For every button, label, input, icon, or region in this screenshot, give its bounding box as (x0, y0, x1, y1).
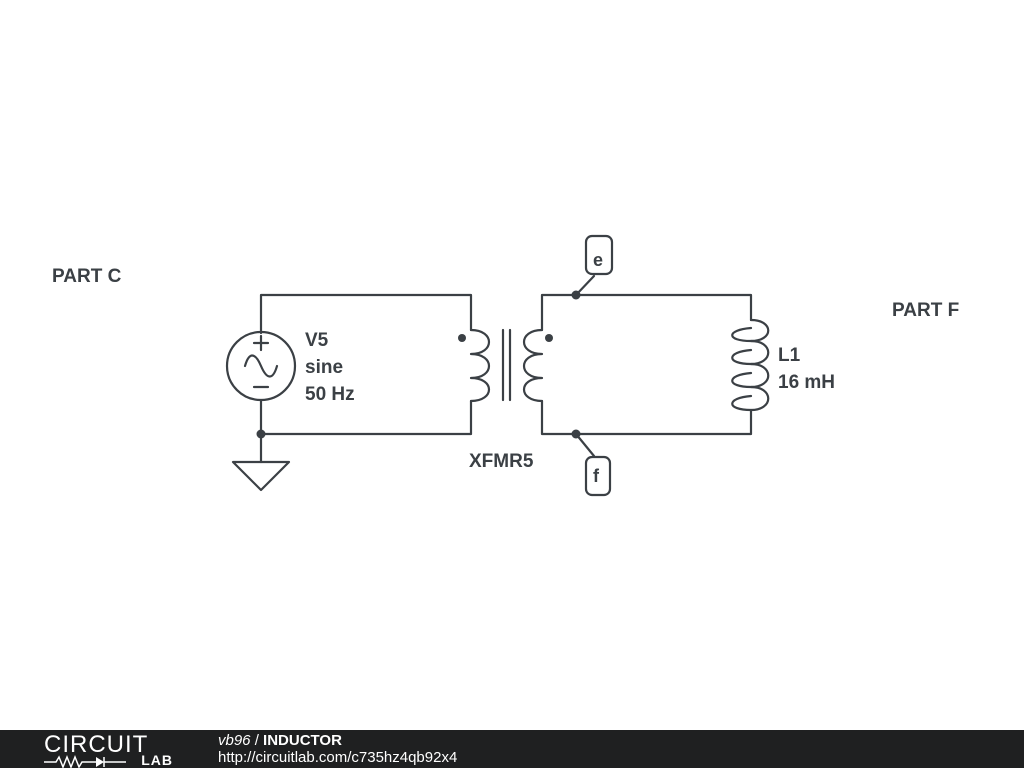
circuitlab-logo[interactable]: CIRCUIT LAB (44, 730, 176, 768)
ground-symbol[interactable] (231, 460, 291, 492)
part-f-label: PART F (892, 300, 959, 321)
node-e-junction-dot (571, 290, 581, 300)
inductor-l1[interactable] (731, 318, 770, 412)
source-name: V5 (305, 330, 329, 351)
ground-junction-dot (256, 429, 266, 439)
circuit-title[interactable]: INDUCTOR (263, 732, 342, 749)
circuit-url-link[interactable]: http://circuitlab.com/c735hz4qb92x4 (218, 749, 458, 766)
inductor-value: 16 mH (778, 372, 835, 393)
node-label-f[interactable]: f (574, 432, 612, 497)
source-type: sine (305, 357, 343, 378)
sine-voltage-source[interactable] (225, 330, 297, 402)
logo-text-top: CIRCUIT (44, 731, 149, 758)
source-frequency: 50 Hz (305, 384, 355, 405)
logo-text-bottom: LAB (141, 752, 173, 768)
part-c-label: PART C (52, 266, 122, 287)
meta-separator: / (254, 732, 259, 749)
footer-bar: CIRCUIT LAB vb96 / INDUCTOR http://circu… (0, 730, 1024, 768)
author-link[interactable]: vb96 (218, 732, 251, 749)
circuit-meta: vb96 / INDUCTOR http://circuitlab.com/c7… (218, 732, 457, 766)
node-label-e[interactable]: e (574, 234, 614, 297)
logo-resistor-diode-icon (44, 754, 126, 768)
svg-text:f: f (593, 466, 600, 486)
circuit-schematic: PART C PART F V5 sine 50 Hz XFMR5 (52, 234, 959, 497)
svg-text:e: e (593, 250, 603, 270)
transformer-xfmr5[interactable] (458, 328, 553, 403)
transformer-name: XFMR5 (469, 451, 534, 472)
secondary-wires (540, 293, 753, 436)
primary-wires (259, 293, 473, 464)
inductor-name: L1 (778, 345, 801, 366)
node-f-junction-dot (571, 429, 581, 439)
